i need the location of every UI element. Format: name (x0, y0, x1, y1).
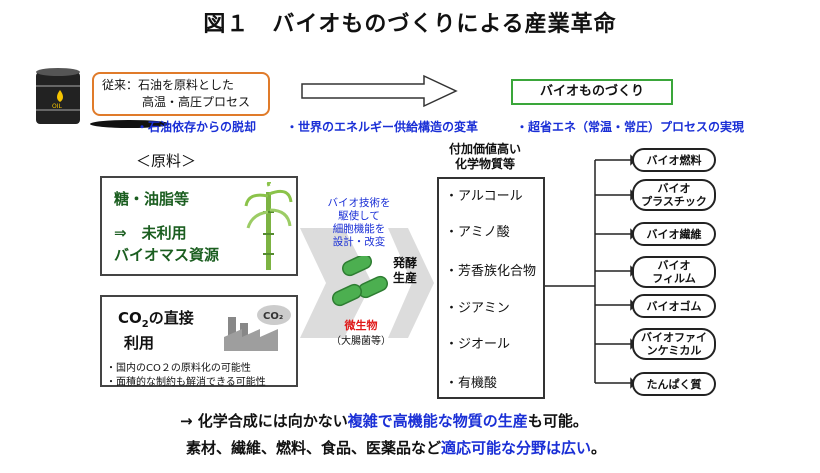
benefit-1: ・石油依存からの脱却 (136, 120, 257, 134)
chemical-item: ・アルコール (445, 189, 523, 204)
chemical-item: ・有機酸 (445, 376, 498, 391)
branch-connector (545, 154, 635, 389)
microbe-sub-label: （大腸菌等） (331, 336, 391, 347)
chemical-item: ・ジアミン (445, 301, 510, 316)
value-added-heading: 付加価値高い 化学物質等 (448, 142, 521, 171)
bio-manufacturing-box: バイオものづくり (511, 79, 673, 105)
process-flow-arrows (300, 228, 434, 338)
co2-icon-label: CO₂ (263, 311, 283, 322)
chemical-item: ・芳香族化合物 (445, 264, 537, 279)
fermentation-label: 発酵 生産 (392, 256, 417, 285)
co2-note-2: ・面積的な制約も解消できる可能性 (106, 377, 266, 388)
benefit-3: ・超省エネ（常温・常圧）プロセスの実現 (516, 120, 745, 134)
oil-barrel-icon: OIL (36, 68, 170, 128)
chemical-item: ・ジオール (445, 337, 511, 352)
co2-note-1: ・国内のCO２の原料化の可能性 (106, 363, 251, 374)
co2-box: CO2の直接 利用 CO₂ ・国内のCO２の原料化の可能性 ・面積的な制約も解消… (100, 295, 298, 388)
chemicals-box: ・アルコール ・アミノ酸 ・芳香族化合物 ・ジアミン ・ジオール ・有機酸 (437, 177, 545, 399)
unused-label-1: ⇒ 未利用 (114, 224, 187, 242)
product-box: バイオゴム (632, 294, 716, 318)
product-box: バイオファインケミカル (632, 328, 716, 360)
biomass-box: 糖・油脂等 ⇒ 未利用 バイオマス資源 (100, 176, 298, 276)
footer-line-1: → 化学合成には向かない複雑で高機能な物質の生産も可能。 (180, 412, 588, 430)
product-box: バイオフィルム (632, 256, 716, 288)
oil-label: OIL (52, 103, 62, 110)
factory-co2-icon: CO₂ (224, 305, 291, 351)
co2-title: CO2の直接 利用 (118, 309, 194, 352)
product-box: バイオプラスチック (632, 179, 716, 211)
product-box: バイオ燃料 (632, 148, 716, 172)
unused-label-2: バイオマス資源 (114, 246, 220, 264)
benefit-2: ・世界のエネルギー供給構造の変革 (286, 120, 479, 134)
microbe-label: 微生物 (344, 319, 378, 332)
conventional-line-1: 従来：石油を原料とした (102, 78, 235, 92)
product-box: たんぱく質 (632, 372, 716, 396)
sugar-oil-label: 糖・油脂等 (114, 190, 190, 208)
footer-line-2: 素材、繊維、燃料、食品、医薬品など適応可能な分野は広い。 (186, 439, 607, 457)
bio-tech-description: バイオ技術を 駆使して 細胞機能を 設計・改変 (327, 197, 391, 248)
transition-arrow (301, 74, 458, 108)
product-box: バイオ繊維 (632, 222, 716, 246)
raw-materials-heading: ＜原料＞ (136, 152, 197, 170)
sugarcane-icon (244, 182, 293, 270)
conventional-process-box: 従来：石油を原料とした 高温・高圧プロセス (92, 72, 270, 116)
microbe-icon (331, 256, 389, 307)
chemical-item: ・アミノ酸 (445, 225, 510, 240)
conventional-line-2: 高温・高圧プロセス (142, 95, 251, 109)
page-title: 図１ バイオものづくりによる産業革命 (203, 12, 617, 37)
